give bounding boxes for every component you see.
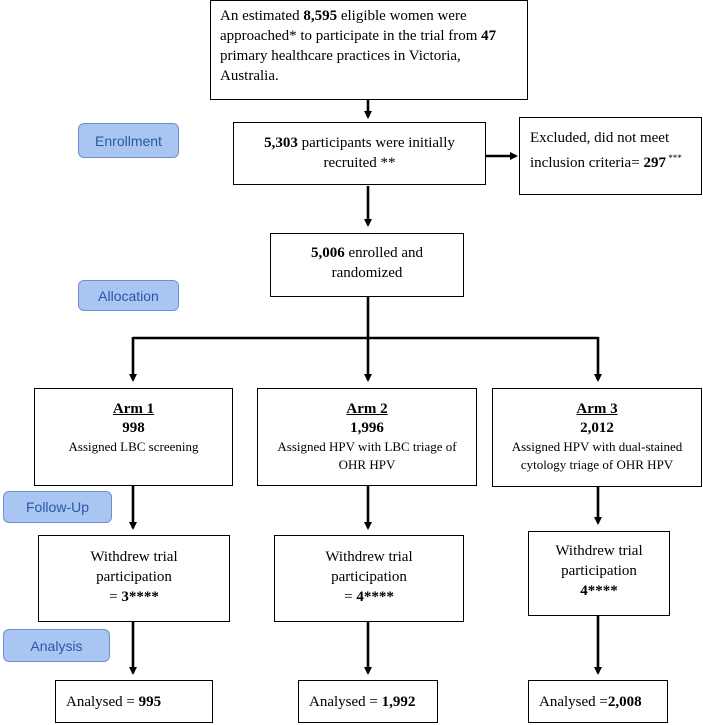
approached-text: Australia.	[220, 68, 279, 84]
withdrew-box-arm2: Withdrew trial participation = 4****	[274, 535, 464, 622]
approached-text: approached* to participate in the trial …	[220, 28, 482, 44]
stage-label-enrollment: Enrollment	[78, 123, 179, 158]
stage-label-analysis: Analysis	[3, 629, 110, 662]
analysed-count: 995	[138, 694, 162, 710]
withdrew-text: Withdrew trial	[90, 549, 178, 565]
withdrew-box-arm1: Withdrew trial participation = 3****	[38, 535, 230, 622]
enrolled-text: enrolled and	[344, 245, 424, 261]
arm-description: Assigned LBC screening	[68, 439, 199, 454]
stage-label-followup-text: Follow-Up	[25, 499, 89, 515]
withdrew-text: Withdrew trial	[555, 543, 643, 559]
excluded-text: inclusion criteria=	[530, 155, 644, 171]
excluded-text: Excluded, did not meet	[530, 130, 670, 146]
stage-label-allocation-text: Allocation	[98, 287, 159, 304]
withdrew-count: 3****	[121, 589, 159, 605]
analysed-box-arm2: Analysed = 1,992	[298, 680, 438, 723]
withdrew-text: participation	[561, 563, 637, 579]
withdrew-count: 4****	[580, 583, 618, 599]
approached-text: An estimated	[220, 8, 304, 24]
practices-count: 47	[481, 28, 497, 44]
arm-title: Arm 2	[346, 401, 388, 417]
stage-label-analysis-text: Analysis	[30, 637, 83, 654]
withdrew-count: 4****	[356, 589, 394, 605]
arm2-box: Arm 2 1,996 Assigned HPV with LBC triage…	[257, 388, 477, 486]
recruited-text: participants were initially	[297, 135, 455, 151]
withdrew-text: =	[344, 589, 357, 605]
excluded-footnote-mark: ***	[665, 153, 682, 163]
arm-title: Arm 1	[112, 401, 155, 417]
stage-label-enrollment-text: Enrollment	[95, 132, 162, 149]
enrolled-count: 5,006	[310, 245, 345, 261]
approached-text: eligible women were	[337, 8, 467, 24]
arm-count: 998	[122, 420, 145, 436]
arm-description: Assigned HPV with dual-stained	[511, 439, 683, 454]
analysed-text: Analysed =	[66, 694, 139, 710]
excluded-count: 297	[643, 155, 666, 171]
withdrew-text: participation	[96, 569, 172, 585]
arm1-box: Arm 1 998 Assigned LBC screening	[34, 388, 233, 486]
enrolled-text: randomized	[331, 265, 403, 281]
stage-label-allocation: Allocation	[78, 280, 179, 311]
withdrew-box-arm3: Withdrew trial participation 4****	[528, 531, 670, 616]
analysed-count: 2,008	[607, 694, 642, 710]
approached-count: 8,595	[303, 8, 338, 24]
arm3-box: Arm 3 2,012 Assigned HPV with dual-stain…	[492, 388, 702, 487]
withdrew-text: =	[109, 589, 122, 605]
withdrew-text: Withdrew trial	[325, 549, 413, 565]
arm-description: Assigned HPV with LBC triage of	[277, 439, 457, 454]
enrolled-box: 5,006 enrolled and randomized	[270, 233, 464, 297]
arm-title: Arm 3	[576, 401, 618, 417]
recruited-box: 5,303 participants were initially recrui…	[233, 122, 486, 185]
arm-description: cytology triage of OHR HPV	[520, 457, 674, 472]
stage-label-followup: Follow-Up	[3, 491, 112, 523]
arm-count: 2,012	[580, 420, 614, 436]
analysed-box-arm3: Analysed =2,008	[528, 680, 668, 723]
arm-description: OHR HPV	[338, 457, 396, 472]
recruited-text: recruited **	[323, 155, 396, 171]
analysed-box-arm1: Analysed = 995	[55, 680, 213, 723]
excluded-box: Excluded, did not meet inclusion criteri…	[519, 117, 702, 195]
recruited-count: 5,303	[264, 135, 298, 151]
analysed-count: 1,992	[381, 694, 416, 710]
approached-text: primary healthcare practices in Victoria…	[220, 48, 461, 64]
approached-box: An estimated 8,595 eligible women were a…	[210, 0, 528, 100]
analysed-text: Analysed =	[539, 694, 608, 710]
analysed-text: Analysed =	[309, 694, 382, 710]
arm-count: 1,996	[350, 420, 384, 436]
withdrew-text: participation	[331, 569, 407, 585]
